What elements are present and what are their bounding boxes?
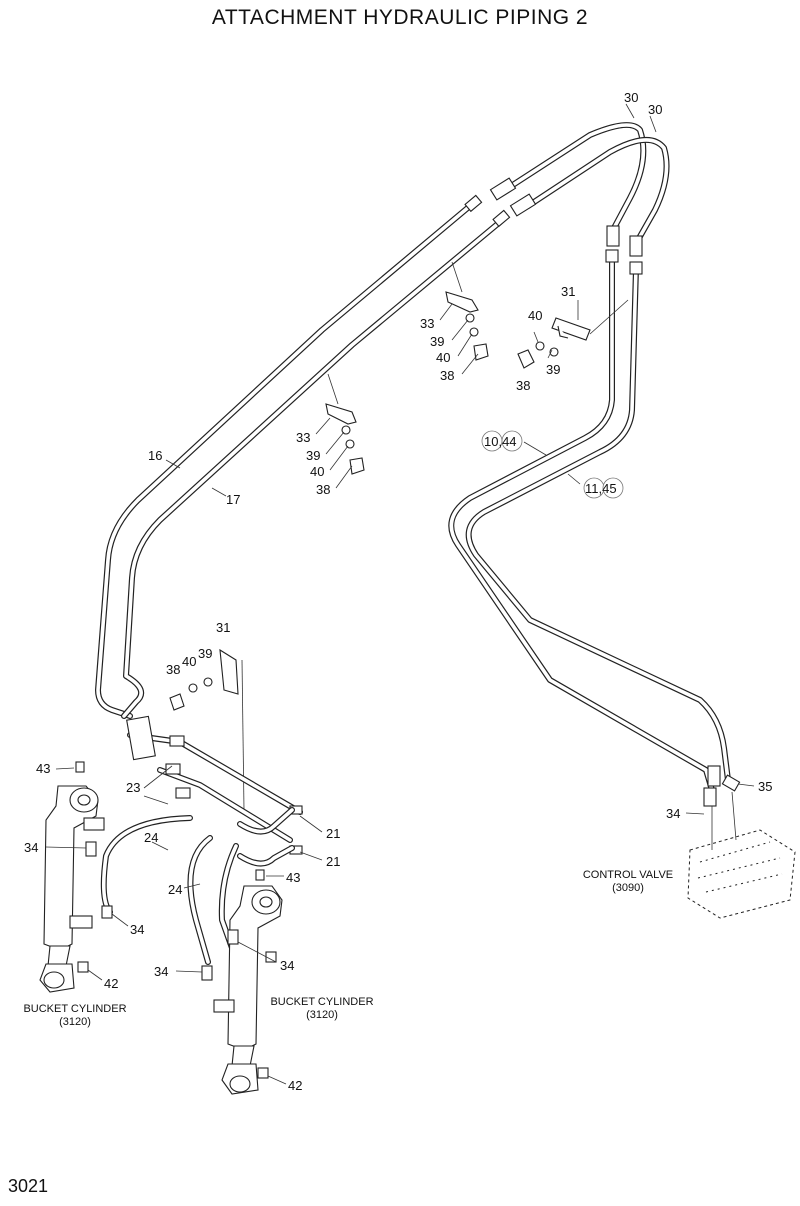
leader-lines — [45, 103, 755, 1085]
nut-40-lower-left — [188, 683, 198, 693]
callout-24-a: 24 — [144, 830, 158, 845]
fitting-42-right — [257, 1067, 269, 1079]
bucket-cylinder-left — [39, 785, 105, 993]
callout-34-left-a: 34 — [24, 840, 38, 855]
callout-39-lower: 39 — [306, 448, 320, 463]
callout-23: 23 — [126, 780, 140, 795]
callout-30-a: 30 — [624, 90, 638, 105]
pipe-10-44 — [448, 255, 715, 793]
callout-40-lower-left: 40 — [182, 654, 196, 669]
callout-34-right-b: 34 — [154, 964, 168, 979]
bucket-cylinder-right — [213, 885, 283, 1095]
washer-39-lower-left — [203, 677, 213, 687]
callout-40-upper: 40 — [436, 350, 450, 365]
fitting-23-a — [169, 735, 185, 747]
clamp-31-upper — [551, 299, 629, 341]
fitting-42-left — [77, 961, 89, 973]
clamp-31-lower — [219, 648, 245, 811]
fitting-34-left-a — [85, 841, 97, 857]
callout-34-control-valve: 34 — [666, 806, 680, 821]
cap-38-upper — [473, 343, 489, 361]
callout-42-right: 42 — [288, 1078, 302, 1093]
callout-38-lower-left: 38 — [166, 662, 180, 677]
fitting-34-left-b — [101, 905, 113, 919]
fitting-43-left — [75, 761, 85, 773]
fitting-30b-bottom — [629, 235, 643, 257]
fitting-23-b — [165, 763, 181, 775]
hose-24-left — [100, 815, 193, 915]
fitting-43-right — [255, 869, 265, 881]
callout-21-b: 21 — [326, 854, 340, 869]
cap-38-upper-right — [517, 349, 535, 369]
hose-21-bends — [237, 807, 295, 867]
fitting-30a-bottom — [606, 225, 620, 247]
callout-39-upper: 39 — [430, 334, 444, 349]
callout-38-upper: 38 — [440, 368, 454, 383]
pipe-11-45 — [465, 265, 731, 783]
fitting-11-top — [629, 261, 643, 275]
fitting-10-top — [605, 249, 619, 263]
callout-16: 16 — [148, 448, 162, 463]
fitting-34-right-b — [201, 965, 213, 981]
hose-24-right — [187, 835, 239, 965]
callout-43-right: 43 — [286, 870, 300, 885]
fitting-30b-left — [509, 193, 537, 217]
caption-bucket-cylinder-right: BUCKET CYLINDER — [270, 996, 373, 1008]
page-number: 3021 — [8, 1176, 49, 1196]
callout-24-b: 24 — [168, 882, 182, 897]
fitting-10-bottom — [707, 765, 721, 787]
callout-35: 35 — [758, 779, 772, 794]
control-valve-outline — [687, 791, 796, 919]
fitting-16-top — [464, 194, 483, 213]
fitting-35-elbow — [721, 774, 741, 792]
fitting-23-c — [175, 787, 191, 799]
block-23 — [126, 715, 156, 761]
cap-38-lower-left — [169, 693, 185, 711]
fitting-30a-left — [489, 177, 517, 201]
callout-39-upper-right: 39 — [546, 362, 560, 377]
callout-38-lower: 38 — [316, 482, 330, 497]
pipe-30-b — [525, 137, 670, 243]
fitting-34-right-a — [227, 929, 239, 945]
callout-40-lower: 40 — [310, 464, 324, 479]
caption-control-valve-ref: (3090) — [612, 882, 644, 894]
cap-38-lower — [349, 457, 365, 475]
page-title: ATTACHMENT HYDRAULIC PIPING 2 — [211, 6, 589, 29]
callout-30-b: 30 — [648, 102, 662, 117]
caption-control-valve: CONTROL VALVE — [583, 869, 673, 881]
clamp-33-lower — [325, 373, 357, 425]
callout-10-44: 10,44 — [484, 434, 517, 449]
callout-17: 17 — [226, 492, 240, 507]
caption-bucket-cylinder-right-ref: (3120) — [306, 1009, 338, 1021]
fitting-17-top — [492, 209, 511, 228]
pipe-17 — [121, 219, 503, 719]
fitting-34-control-valve — [703, 787, 717, 807]
caption-bucket-cylinder-left-ref: (3120) — [59, 1016, 91, 1028]
callout-34-right-a: 34 — [280, 958, 294, 973]
callout-38-upper-right: 38 — [516, 378, 530, 393]
callout-11-45: 11,45 — [585, 481, 617, 496]
pipe-16 — [95, 203, 473, 719]
pipe-30-a — [502, 122, 647, 231]
callout-43-left: 43 — [36, 761, 50, 776]
callout-33-upper: 33 — [420, 316, 434, 331]
clamp-33-upper — [445, 261, 479, 313]
callout-21-a: 21 — [326, 826, 340, 841]
callout-circle-44 — [501, 430, 523, 452]
nut-40-upper-right — [535, 341, 545, 351]
callout-31-lower: 31 — [216, 620, 230, 635]
callout-circle-45 — [602, 477, 624, 499]
callout-39-lower-left: 39 — [198, 646, 212, 661]
callout-40-upper-right: 40 — [528, 308, 542, 323]
callout-31-upper: 31 — [561, 284, 575, 299]
callout-34-left-b: 34 — [130, 922, 144, 937]
callout-42-left: 42 — [104, 976, 118, 991]
caption-bucket-cylinder-left: BUCKET CYLINDER — [23, 1003, 126, 1015]
callout-33-lower: 33 — [296, 430, 310, 445]
